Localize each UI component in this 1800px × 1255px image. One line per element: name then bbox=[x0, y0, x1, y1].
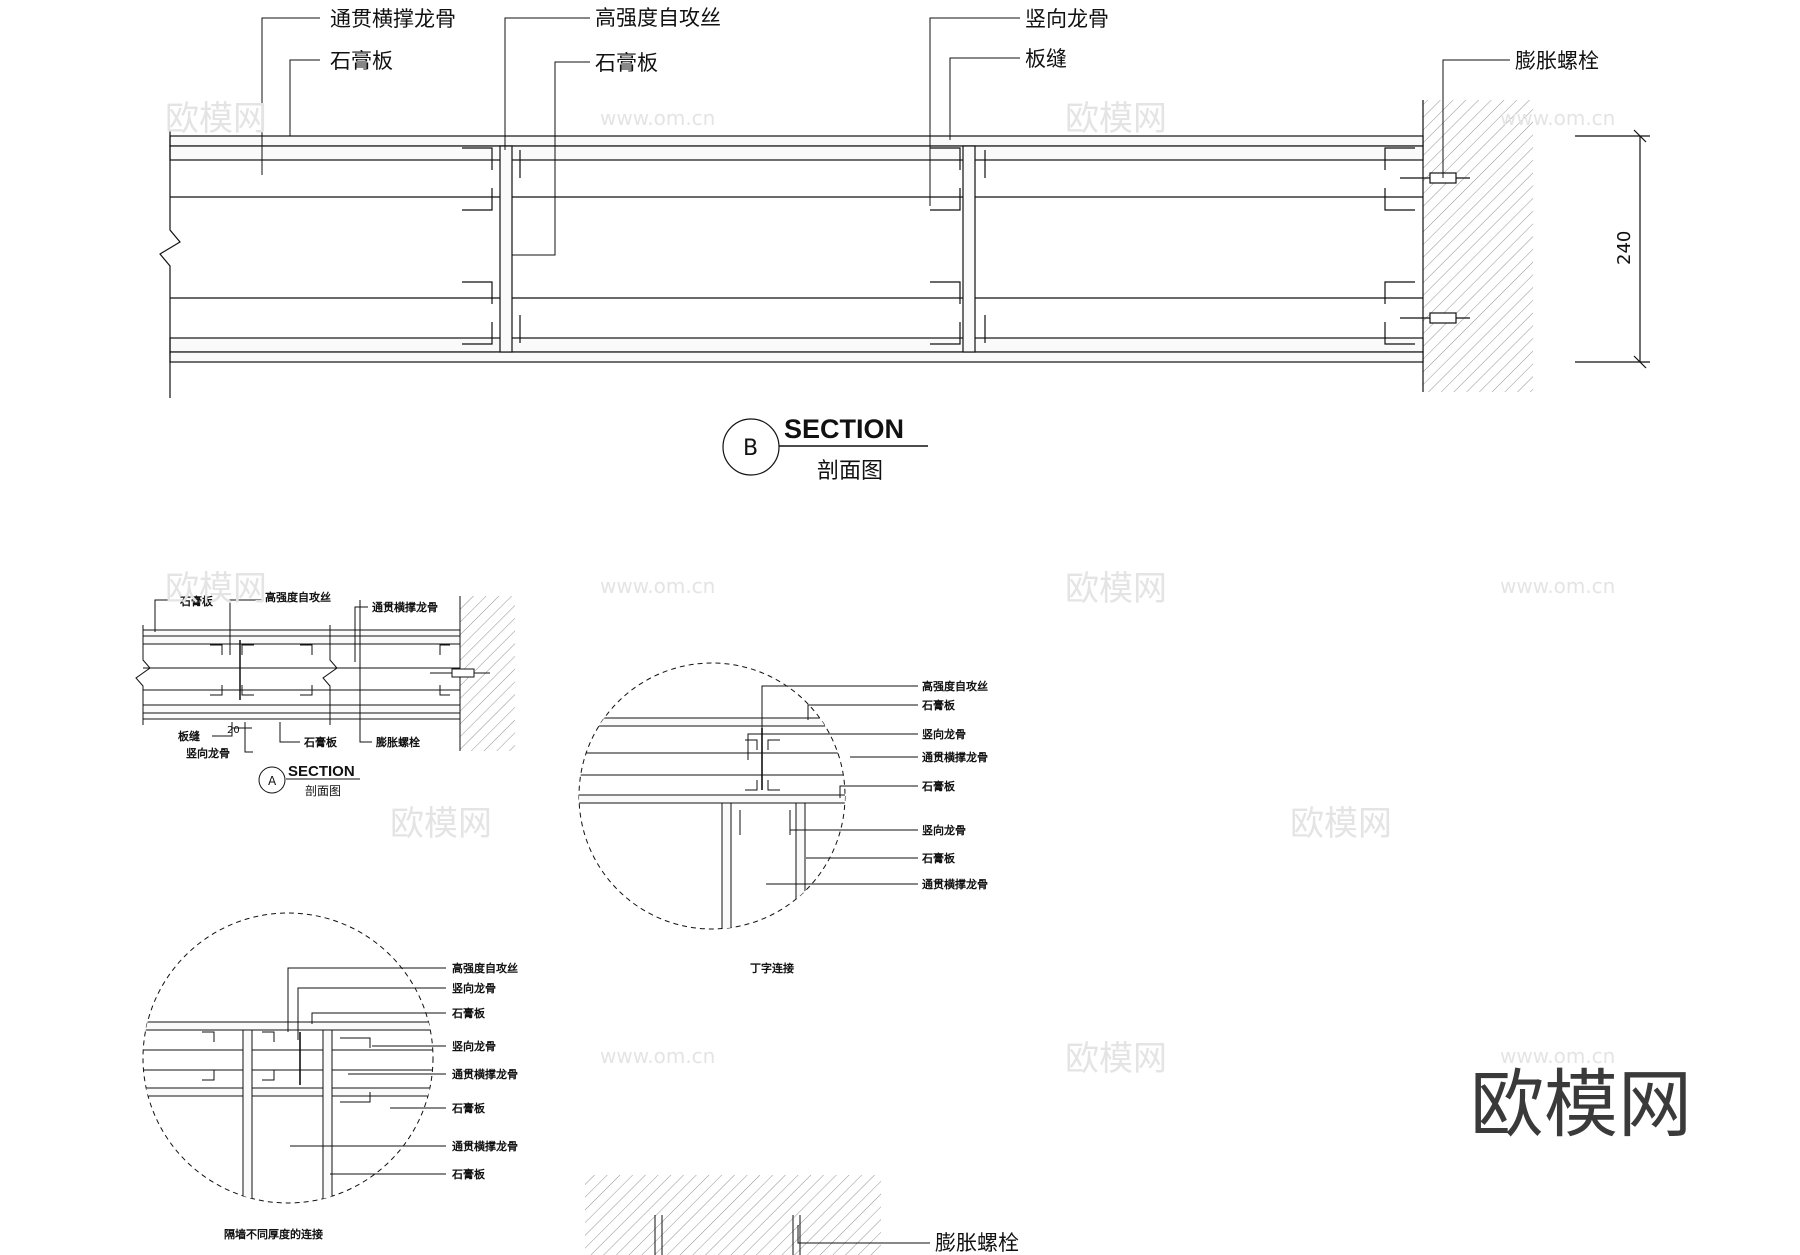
watermark-url: www.om.cn bbox=[600, 1044, 715, 1068]
detail-thickness bbox=[142, 912, 446, 1204]
section-marker-letter: B bbox=[743, 436, 758, 461]
section-title-cn: 剖面图 bbox=[817, 459, 883, 484]
section-b-text: 通贯横撑龙骨 石膏板 高强度自攻丝 石膏板 竖向龙骨 板缝 膨胀螺栓 240 B… bbox=[330, 6, 1635, 484]
watermark-brand: 欧模网 bbox=[390, 804, 492, 844]
watermark-brand: 欧模网 bbox=[165, 99, 267, 139]
a-marker-circle bbox=[258, 766, 286, 794]
d-label-7: 通贯横撑龙骨 bbox=[452, 1139, 518, 1153]
a-label-screw: 高强度自攻丝 bbox=[265, 590, 331, 604]
watermark-brand: 欧模网 bbox=[165, 569, 267, 609]
gypsum-board-top-inner bbox=[169, 145, 1424, 161]
a-title-cn: 剖面图 bbox=[305, 784, 341, 798]
watermark-url: www.om.cn bbox=[1500, 574, 1615, 598]
t-label-6: 竖向龙骨 bbox=[922, 823, 966, 837]
t-label-4: 通贯横撑龙骨 bbox=[922, 750, 988, 764]
t-label-3: 竖向龙骨 bbox=[922, 727, 966, 741]
t-label-7: 石膏板 bbox=[921, 851, 956, 865]
a-marker-letter: A bbox=[268, 774, 277, 788]
dimension-value: 240 bbox=[1614, 231, 1635, 265]
stud-2 bbox=[962, 145, 976, 353]
watermark-url: www.om.cn bbox=[600, 106, 715, 130]
d-label-2: 竖向龙骨 bbox=[452, 981, 496, 995]
label-screw: 高强度自攻丝 bbox=[595, 6, 721, 30]
section-title-en: SECTION bbox=[784, 414, 904, 444]
label-gypsum: 石膏板 bbox=[330, 49, 393, 73]
t-label-2: 石膏板 bbox=[921, 698, 956, 712]
c-channels bbox=[462, 147, 1415, 345]
d-label-3: 石膏板 bbox=[451, 1006, 486, 1020]
d-label-4: 竖向龙骨 bbox=[452, 1039, 496, 1053]
section-marker-circle bbox=[722, 418, 780, 476]
label-through-keel: 通贯横撑龙骨 bbox=[330, 7, 456, 31]
dimension-240 bbox=[1575, 129, 1650, 369]
detail-bolt bbox=[585, 1175, 930, 1255]
watermark-url: www.om.cn bbox=[600, 574, 715, 598]
thickness-leaders bbox=[287, 967, 446, 1175]
a-label-through-keel: 通贯横撑龙骨 bbox=[372, 600, 438, 614]
t-label-8: 通贯横撑龙骨 bbox=[922, 877, 988, 891]
watermark-url: www.om.cn bbox=[1500, 106, 1615, 130]
floor-hatch bbox=[585, 1175, 881, 1255]
detail-thickness-text: 高强度自攻丝 竖向龙骨 石膏板 竖向龙骨 通贯横撑龙骨 石膏板 通贯横撑龙骨 石… bbox=[224, 961, 518, 1241]
d-label-8: 石膏板 bbox=[451, 1167, 486, 1181]
label-bolt: 膨胀螺栓 bbox=[1515, 49, 1599, 73]
watermark-brand: 欧模网 bbox=[1065, 99, 1167, 139]
section-a-text: 石膏板 高强度自攻丝 通贯横撑龙骨 板缝 20 竖向龙骨 石膏板 膨胀螺栓 A … bbox=[178, 590, 438, 798]
label-gypsum: 石膏板 bbox=[595, 51, 658, 75]
gypsum-board-bottom-inner bbox=[169, 337, 1424, 353]
label-stud: 竖向龙骨 bbox=[1025, 7, 1109, 31]
t-label-1: 高强度自攻丝 bbox=[922, 679, 988, 693]
watermark-logo: 欧模网 bbox=[1470, 1062, 1692, 1148]
a-label-joint: 板缝 bbox=[178, 729, 200, 743]
a-label-gypsum-bottom: 石膏板 bbox=[303, 735, 338, 749]
d-label-1: 高强度自攻丝 bbox=[452, 961, 518, 975]
watermark-brand: 欧模网 bbox=[1290, 804, 1392, 844]
section-b-leaders bbox=[261, 17, 1510, 256]
watermark-url: www.om.cn bbox=[1500, 1044, 1615, 1068]
t-caption: 丁字连接 bbox=[750, 961, 794, 975]
a-label-gypsum: 石膏板 bbox=[179, 594, 214, 608]
a-title-en: SECTION bbox=[288, 763, 355, 780]
label-joint: 板缝 bbox=[1025, 47, 1067, 71]
detail-t-joint bbox=[578, 662, 918, 930]
bolt-label: 膨胀螺栓 bbox=[935, 1231, 1019, 1255]
wall-hatch bbox=[1423, 100, 1533, 392]
d-caption: 隔墙不同厚度的连接 bbox=[224, 1227, 323, 1241]
watermarks: 欧模网 www.om.cn 欧模网 www.om.cn 欧模网 www.om.c… bbox=[165, 99, 1692, 1148]
gypsum-board-bottom bbox=[169, 351, 1424, 363]
watermark-brand: 欧模网 bbox=[1065, 1039, 1167, 1079]
detail-t-text: 高强度自攻丝 石膏板 竖向龙骨 通贯横撑龙骨 石膏板 竖向龙骨 石膏板 通贯横撑… bbox=[750, 679, 988, 975]
a-label-bolt: 膨胀螺栓 bbox=[375, 735, 420, 749]
section-a bbox=[135, 596, 515, 753]
section-b bbox=[159, 17, 1650, 398]
a-label-dim: 20 bbox=[227, 725, 240, 736]
stud-1 bbox=[499, 145, 513, 353]
gypsum-board-top bbox=[169, 135, 1424, 147]
detail-circle-2 bbox=[142, 912, 434, 1204]
a-label-stud: 竖向龙骨 bbox=[186, 746, 230, 760]
watermark-brand: 欧模网 bbox=[1065, 569, 1167, 609]
d-label-6: 石膏板 bbox=[451, 1101, 486, 1115]
break-line bbox=[159, 130, 181, 398]
t-label-5: 石膏板 bbox=[921, 779, 956, 793]
t-leaders bbox=[747, 685, 918, 885]
d-label-5: 通贯横撑龙骨 bbox=[452, 1067, 518, 1081]
